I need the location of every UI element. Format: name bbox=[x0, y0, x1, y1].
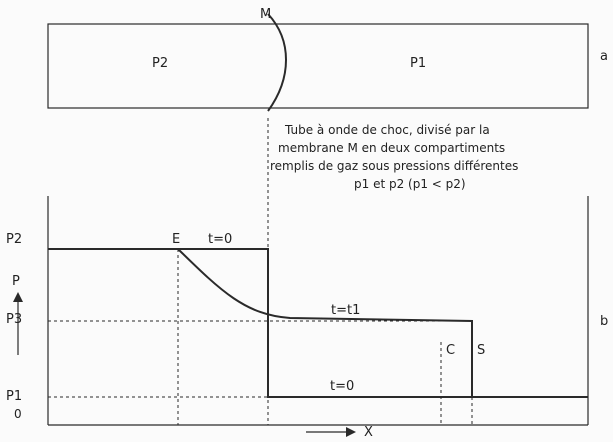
point-c-label: C bbox=[446, 343, 455, 358]
x-axis-arrow-head bbox=[346, 427, 356, 437]
p1-tick-label: P1 bbox=[6, 389, 22, 404]
point-s-label: S bbox=[477, 343, 485, 358]
t0-left-label: t=0 bbox=[208, 232, 232, 247]
right-pressure-label: P1 bbox=[410, 56, 426, 71]
caption-line-3: remplis de gaz sous pressions différente… bbox=[270, 159, 518, 173]
membrane-curve bbox=[267, 13, 287, 112]
x-axis-label: X bbox=[364, 425, 373, 440]
y-axis-arrow-head bbox=[13, 292, 23, 302]
bottom-panel-tag: b bbox=[600, 314, 608, 329]
t0-right-label: t=0 bbox=[330, 379, 354, 394]
membrane-label: M bbox=[260, 7, 271, 22]
initial-pressure-profile bbox=[48, 248, 588, 398]
zero-tick-label: 0 bbox=[14, 407, 22, 421]
left-pressure-label: P2 bbox=[152, 56, 168, 71]
y-axis-label: P bbox=[12, 274, 20, 289]
caption-line-2: membrane M en deux compartiments bbox=[278, 141, 505, 155]
top-panel-tag: a bbox=[600, 49, 608, 64]
shock-tube-outline bbox=[47, 23, 589, 109]
caption-line-4: p1 et p2 (p1 < p2) bbox=[354, 177, 466, 191]
pressure-profile-t1 bbox=[177, 248, 473, 397]
caption-line-1: Tube à onde de choc, divisé par la bbox=[284, 123, 490, 137]
p2-tick-label: P2 bbox=[6, 232, 22, 247]
t1-label: t=t1 bbox=[331, 303, 360, 318]
point-e-label: E bbox=[172, 232, 180, 247]
p3-tick-label: P3 bbox=[6, 312, 22, 327]
